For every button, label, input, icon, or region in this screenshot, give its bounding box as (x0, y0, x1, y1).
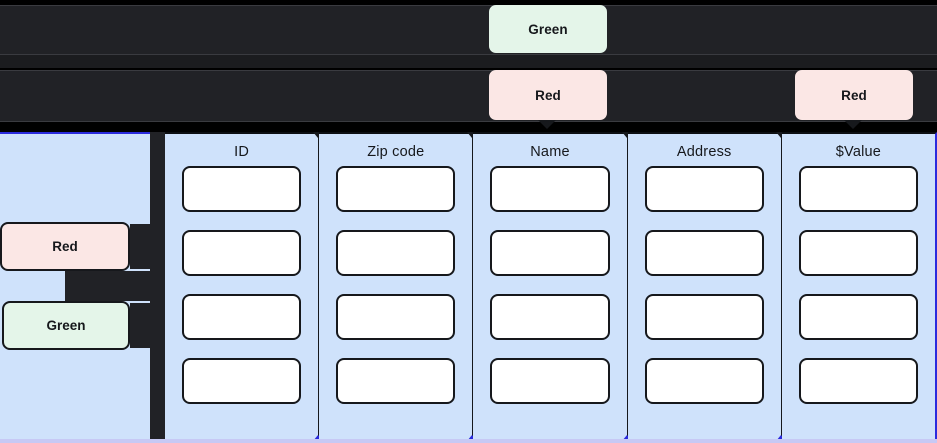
top-dark-row-2 (0, 70, 937, 122)
side-panel-divider (150, 132, 165, 441)
column-divider-top-nub-icon (467, 132, 478, 138)
cell-name-3[interactable] (490, 293, 610, 340)
bottom-accent-bar (0, 439, 937, 443)
pointer-down-icon-value (844, 120, 862, 129)
cell-address-1[interactable] (644, 165, 764, 212)
top-gap-row (0, 55, 937, 68)
table-column-address: Address (627, 132, 786, 441)
cell-address-4[interactable] (644, 357, 764, 404)
cell-name-2[interactable] (490, 229, 610, 276)
column-divider-top-nub-icon (775, 132, 786, 138)
side-panel-notch (65, 271, 150, 301)
column-header-id: ID (234, 144, 250, 160)
column-divider-top-nub-icon (621, 132, 632, 138)
cell-value-4[interactable] (798, 357, 919, 404)
badge-red-row2-left[interactable]: Red (489, 70, 607, 120)
sidebar-badge-green[interactable]: Green (2, 301, 130, 350)
cell-id-1[interactable] (182, 165, 302, 212)
badge-red-row2-right[interactable]: Red (795, 70, 913, 120)
top-dark-row-1 (0, 5, 937, 55)
cell-value-1[interactable] (798, 165, 919, 212)
column-divider-bottom-nub-icon (621, 435, 632, 441)
side-notch-strip-bottom (130, 303, 150, 348)
cell-zip-code-4[interactable] (336, 357, 456, 404)
cell-value-2[interactable] (798, 229, 919, 276)
pointer-down-icon-name (538, 120, 556, 129)
table-column-name: Name (473, 132, 632, 441)
cell-name-4[interactable] (490, 357, 610, 404)
cell-id-2[interactable] (182, 229, 302, 276)
column-header-value: $Value (835, 144, 882, 160)
table-column-value: $Value (781, 132, 937, 441)
column-divider-bottom-nub-icon (313, 435, 324, 441)
column-divider-top-nub-icon (313, 132, 324, 138)
column-divider-bottom-nub-icon (775, 435, 786, 441)
table-column-zip-code: Zip code (319, 132, 478, 441)
cell-zip-code-2[interactable] (336, 229, 456, 276)
cell-address-2[interactable] (644, 229, 764, 276)
table-columns: ID Zip code Name Addres (165, 132, 937, 441)
table-column-id: ID (165, 132, 324, 441)
column-header-address: Address (676, 144, 732, 160)
sidebar-badge-red[interactable]: Red (0, 222, 130, 271)
cell-id-3[interactable] (182, 293, 302, 340)
badge-green-row1[interactable]: Green (489, 5, 607, 53)
cell-id-4[interactable] (182, 357, 302, 404)
column-header-zip-code: Zip code (367, 144, 425, 160)
column-divider-bottom-nub-icon (467, 435, 478, 441)
column-header-name: Name (530, 144, 570, 160)
cell-zip-code-3[interactable] (336, 293, 456, 340)
cell-zip-code-1[interactable] (336, 165, 456, 212)
side-notch-strip-top (130, 224, 150, 269)
cell-value-3[interactable] (798, 293, 919, 340)
cell-address-3[interactable] (644, 293, 764, 340)
cell-name-1[interactable] (490, 165, 610, 212)
